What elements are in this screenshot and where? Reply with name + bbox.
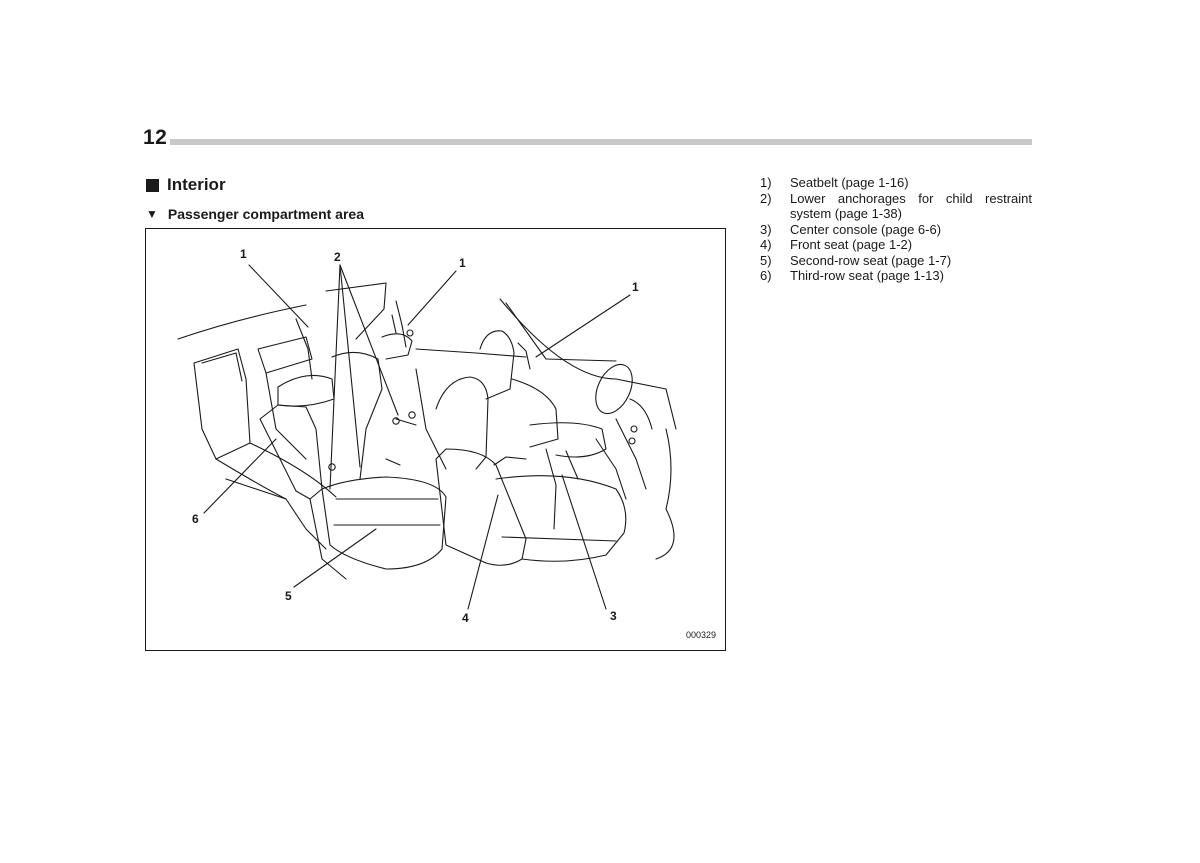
interior-line-drawing — [177, 264, 677, 610]
page-number: 12 — [143, 126, 168, 149]
callout-4: 4 — [462, 611, 469, 625]
legend-text: Seatbelt (page 1-16) — [790, 175, 909, 190]
section-title: Interior — [146, 175, 226, 195]
interior-illustration: 1 2 1 1 6 5 4 3 000329 — [145, 228, 726, 651]
callout-3: 3 — [610, 609, 617, 623]
legend-item: 3) Center console (page 6-6) — [760, 222, 1032, 238]
legend-item: 1) Seatbelt (page 1-16) — [760, 175, 1032, 191]
subsection-title: ▼ Passenger compartment area — [146, 206, 364, 222]
legend-text: Second-row seat (page 1-7) — [790, 252, 952, 268]
down-triangle-icon: ▼ — [146, 207, 158, 221]
legend-item: 5) Second-row seat (page 1-7) — [760, 253, 1032, 269]
legend-text: Front seat (page 1-2) — [790, 237, 913, 252]
legend-number: 4) — [760, 237, 772, 252]
legend-item: 4) Front seat (page 1-2) — [760, 237, 1032, 253]
legend-number: 6) — [760, 268, 772, 283]
figure-code: 000329 — [685, 630, 716, 640]
legend-text: Lower anchorages for child restraint — [790, 190, 1032, 206]
legend-item: 2) Lower anchorages for child restraint — [760, 191, 1032, 207]
legend-text: Center console (page 6-6) — [790, 221, 942, 237]
legend-text: Third-row seat (page 1-13) — [790, 268, 944, 283]
square-bullet-icon — [146, 178, 159, 192]
subsection-title-text: Passenger compartment area — [167, 206, 364, 222]
callout-2: 2 — [334, 250, 341, 264]
section-title-text: Interior — [167, 175, 226, 194]
callout-1-middle: 1 — [459, 256, 466, 270]
header-rule — [170, 139, 1032, 145]
callout-6: 6 — [192, 512, 199, 526]
legend-number: 5) — [760, 252, 772, 268]
callout-5: 5 — [285, 589, 292, 603]
legend-list: 1) Seatbelt (page 1-16) 2) Lower anchora… — [760, 175, 1032, 284]
legend-number: 2) — [760, 190, 772, 206]
legend-item: 6) Third-row seat (page 1-13) — [760, 268, 1032, 284]
callout-1-right: 1 — [632, 280, 639, 294]
legend-number: 3) — [760, 221, 772, 237]
legend-number: 1) — [760, 175, 772, 190]
callout-1-left: 1 — [240, 247, 247, 261]
legend-item-continuation: system (page 1-38) — [760, 206, 1032, 222]
legend-text: system (page 1-38) — [790, 206, 902, 221]
